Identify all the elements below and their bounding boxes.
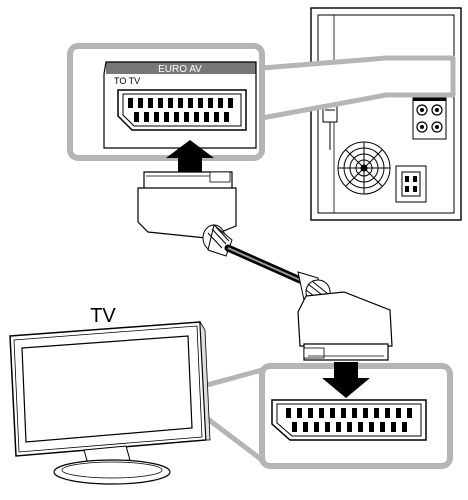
scart-connector-icon [117, 89, 247, 131]
tv-label: TV [90, 305, 116, 327]
arrow-up-icon [166, 140, 214, 174]
euro-av-label: EURO AV [158, 64, 202, 75]
scart-cable [137, 171, 393, 361]
arrow-down-icon [322, 362, 370, 398]
callout-top: EURO AV TO TV [67, 43, 456, 161]
scart-plug-icon [297, 291, 393, 361]
rca-jacks [412, 94, 447, 140]
scart-connector-icon [271, 399, 427, 441]
unit-rear-panel [310, 7, 462, 221]
tv-icon [9, 320, 211, 485]
power-connector [395, 165, 427, 203]
callout-bottom [193, 363, 453, 469]
to-tv-label: TO TV [114, 76, 140, 86]
cable-strain-relief-top [202, 224, 233, 257]
euro-av-header-bar [106, 62, 256, 74]
fan-vent-icon [337, 141, 391, 195]
